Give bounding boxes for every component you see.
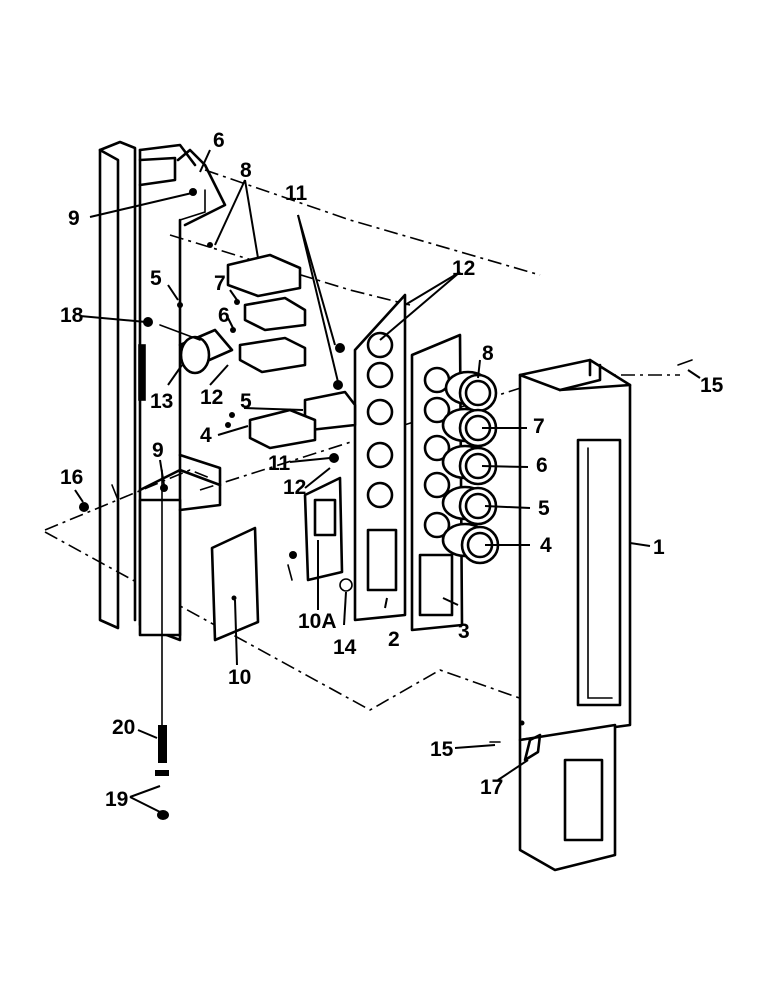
callout-5-bracket: 5 [240,390,252,413]
ignition-switch-cylinder [159,324,234,375]
callout-1: 1 [653,536,665,559]
callout-3: 3 [458,620,470,643]
cover-plate-10 [210,526,260,642]
gauge-gasket [410,333,464,632]
circuit-board-10a [303,476,344,582]
gauge-5 [441,485,498,526]
callout-7-upper: 7 [214,272,226,295]
callout-4-bracket: 4 [200,424,212,447]
callout-17: 17 [480,776,503,799]
callout-6-mid: 6 [218,304,230,327]
callout-13: 13 [150,390,173,413]
callout-12-left: 12 [200,386,223,409]
callout-4-gauge: 4 [540,534,552,557]
callout-9-top: 9 [68,207,80,230]
gauge-mounting-plate [353,293,407,622]
callout-8-top: 8 [240,159,252,182]
mounting-bolt-20 [138,344,169,820]
callout-15-top: 15 [700,374,724,397]
callout-labels: 1 2 3 4 4 5 5 5 6 6 6 7 7 8 8 9 9 10 10A… [60,129,724,811]
callout-11-mid: 11 [268,452,291,475]
callout-12-mid: 12 [283,476,306,499]
callout-9-mid: 9 [152,439,164,462]
callout-16: 16 [60,466,83,489]
callout-11-top: 11 [285,182,308,205]
callout-2: 2 [388,628,400,651]
callout-12-top: 12 [452,257,475,280]
callout-19: 19 [105,788,128,811]
callout-8-gauge: 8 [482,342,494,365]
callout-6-gauge: 6 [536,454,548,477]
callout-10: 10 [228,666,251,689]
gauge-8 [444,370,498,413]
gauge-4 [441,522,500,565]
gauge-7 [441,407,498,448]
front-housing-panel [518,358,632,872]
gauge-brackets [226,253,357,450]
callout-14: 14 [333,636,357,659]
callout-6-top: 6 [213,129,225,152]
callout-18: 18 [60,304,84,327]
leader-lines [74,149,701,813]
callout-20: 20 [112,716,135,739]
callout-5-upper: 5 [150,267,162,290]
retaining-clip-17 [523,733,542,762]
callout-10a: 10A [298,610,337,633]
callout-15-bottom: 15 [430,738,454,761]
callout-5-gauge: 5 [538,497,550,520]
callout-7-gauge: 7 [533,415,545,438]
